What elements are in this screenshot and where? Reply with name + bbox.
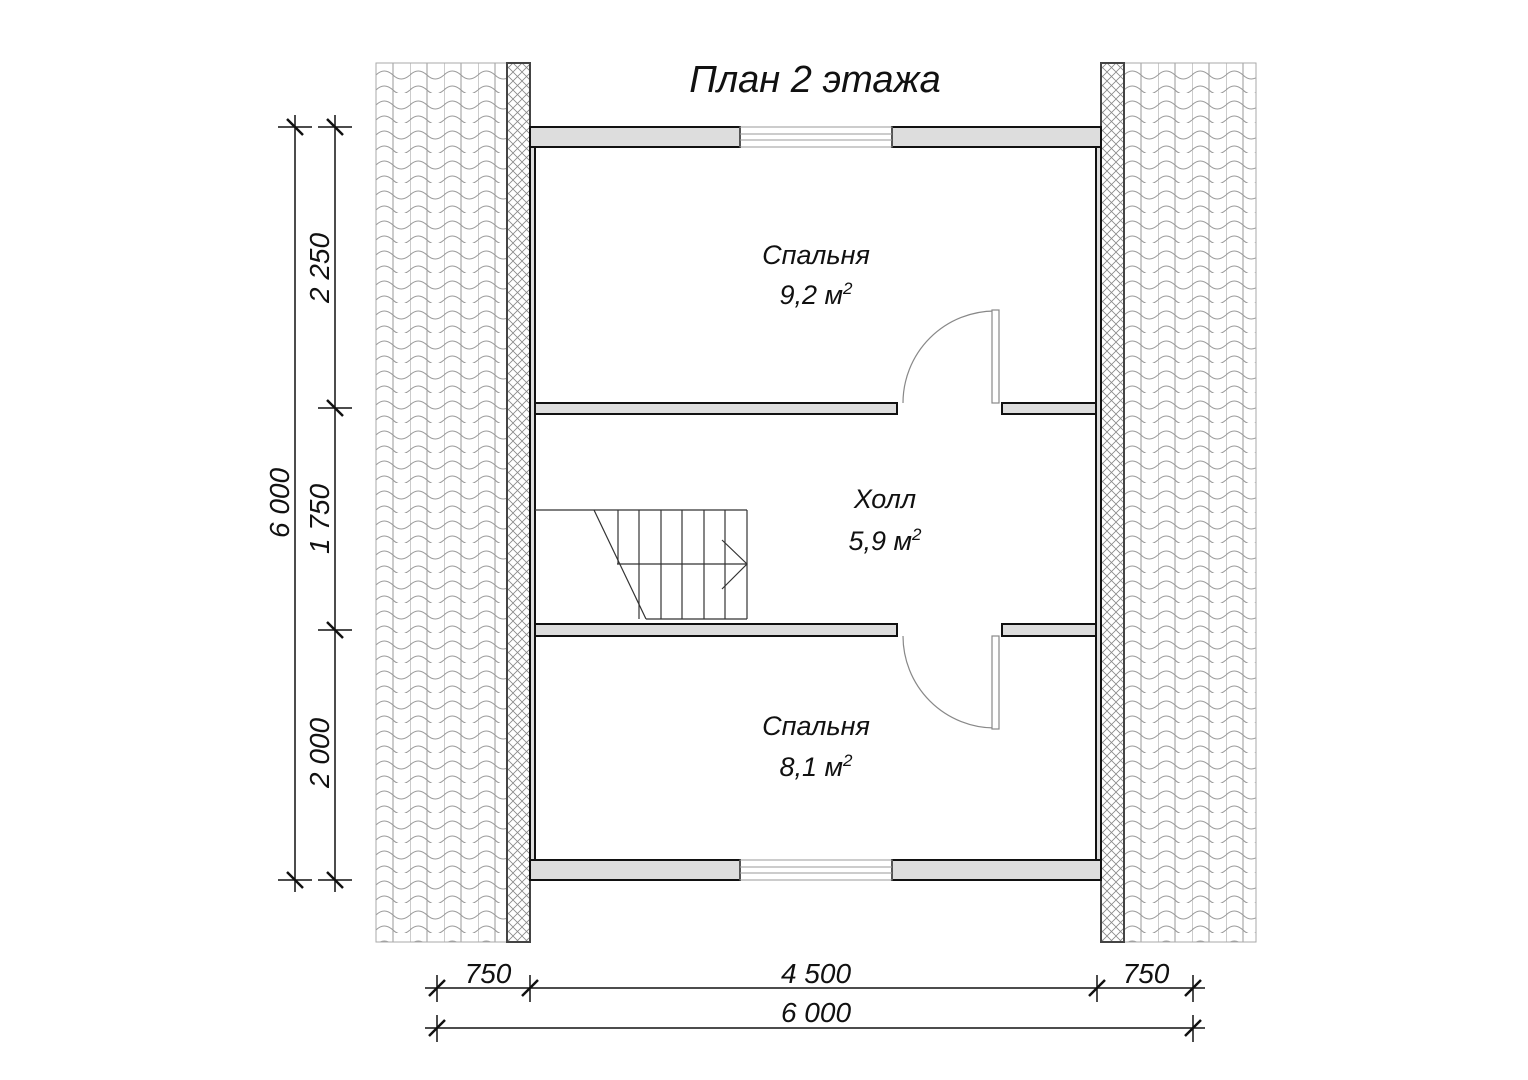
dim-horizontal-total: 6 000: [781, 997, 851, 1028]
door-bottom: [902, 635, 1000, 730]
dimension-lines-horizontal: [425, 975, 1205, 1042]
room-name-bedroom-1: Спальня: [762, 240, 870, 270]
plan-title: План 2 этажа: [689, 59, 941, 101]
walls: [529, 126, 1102, 881]
staircase: [535, 509, 748, 620]
room-area-hall: 5,9 м2: [848, 525, 922, 556]
window-top: [739, 126, 893, 148]
dim-horizontal-part-2: 4 500: [781, 958, 851, 989]
room-name-hall: Холл: [853, 484, 916, 514]
dim-vertical-part-1: 2 250: [304, 233, 335, 304]
room-area-bedroom-1: 9,2 м2: [779, 279, 853, 310]
wall-hatch-right: [1100, 62, 1125, 943]
dim-horizontal-part-1: 750: [465, 958, 512, 989]
dim-vertical-part-3: 2 000: [304, 718, 335, 789]
wall-hatch-left: [506, 62, 531, 943]
window-bottom: [739, 859, 893, 881]
dim-horizontal-part-3: 750: [1123, 958, 1170, 989]
dimension-lines-vertical: [278, 115, 352, 892]
door-top: [902, 309, 1000, 404]
room-name-bedroom-2: Спальня: [762, 711, 870, 741]
dim-vertical-total: 6 000: [264, 468, 295, 538]
dim-vertical-part-2: 1 750: [304, 484, 335, 554]
room-area-bedroom-2: 8,1 м2: [779, 751, 853, 782]
roof-right: [1123, 62, 1257, 943]
roof-left: [375, 62, 508, 943]
